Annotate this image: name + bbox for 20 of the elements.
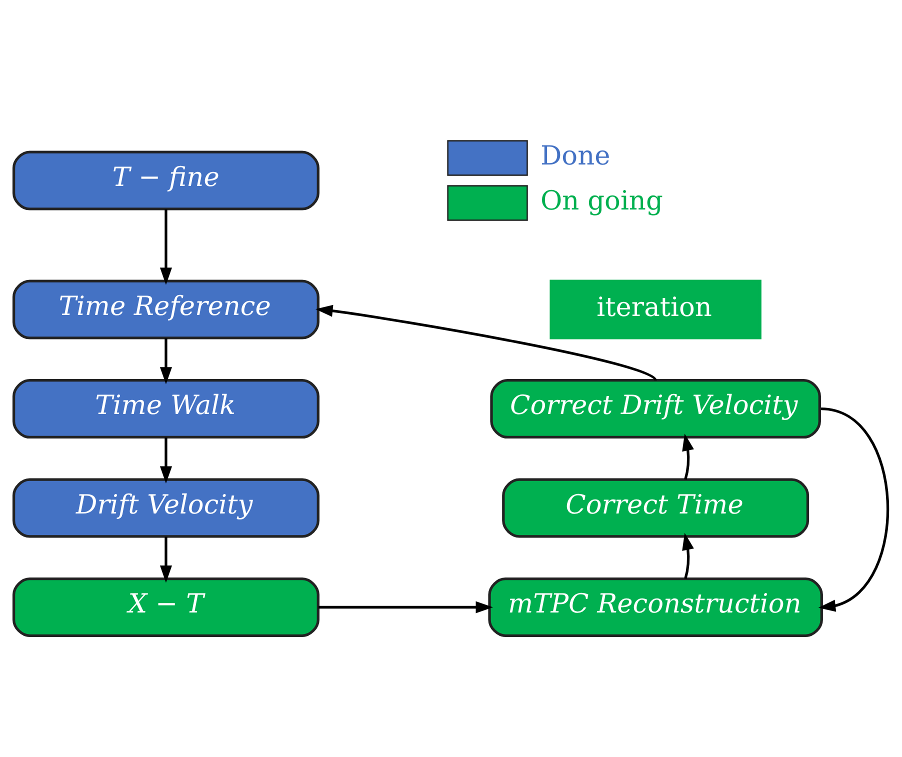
node-box: mTPC Reconstruction <box>488 576 823 637</box>
arrow <box>160 536 172 582</box>
node-box: X − T <box>12 576 320 637</box>
legend-label: Done <box>540 140 610 172</box>
node-box: Time Walk <box>12 378 320 438</box>
arrow <box>316 304 656 381</box>
node-box: Drift Velocity <box>12 478 320 538</box>
node-box: Correct Time <box>502 478 810 538</box>
arrow <box>818 406 889 612</box>
arrow <box>318 600 494 613</box>
node-box: T − fine <box>12 150 320 210</box>
node-box: Time Reference <box>12 279 320 339</box>
node-box: Correct Drift Velocity <box>490 378 821 438</box>
node-box: iteration <box>550 279 762 339</box>
arrow <box>682 433 694 480</box>
arrow <box>160 437 172 484</box>
arrow <box>160 338 172 384</box>
arrow <box>682 532 694 579</box>
arrow <box>160 208 172 284</box>
legend-label: On going <box>540 185 663 216</box>
